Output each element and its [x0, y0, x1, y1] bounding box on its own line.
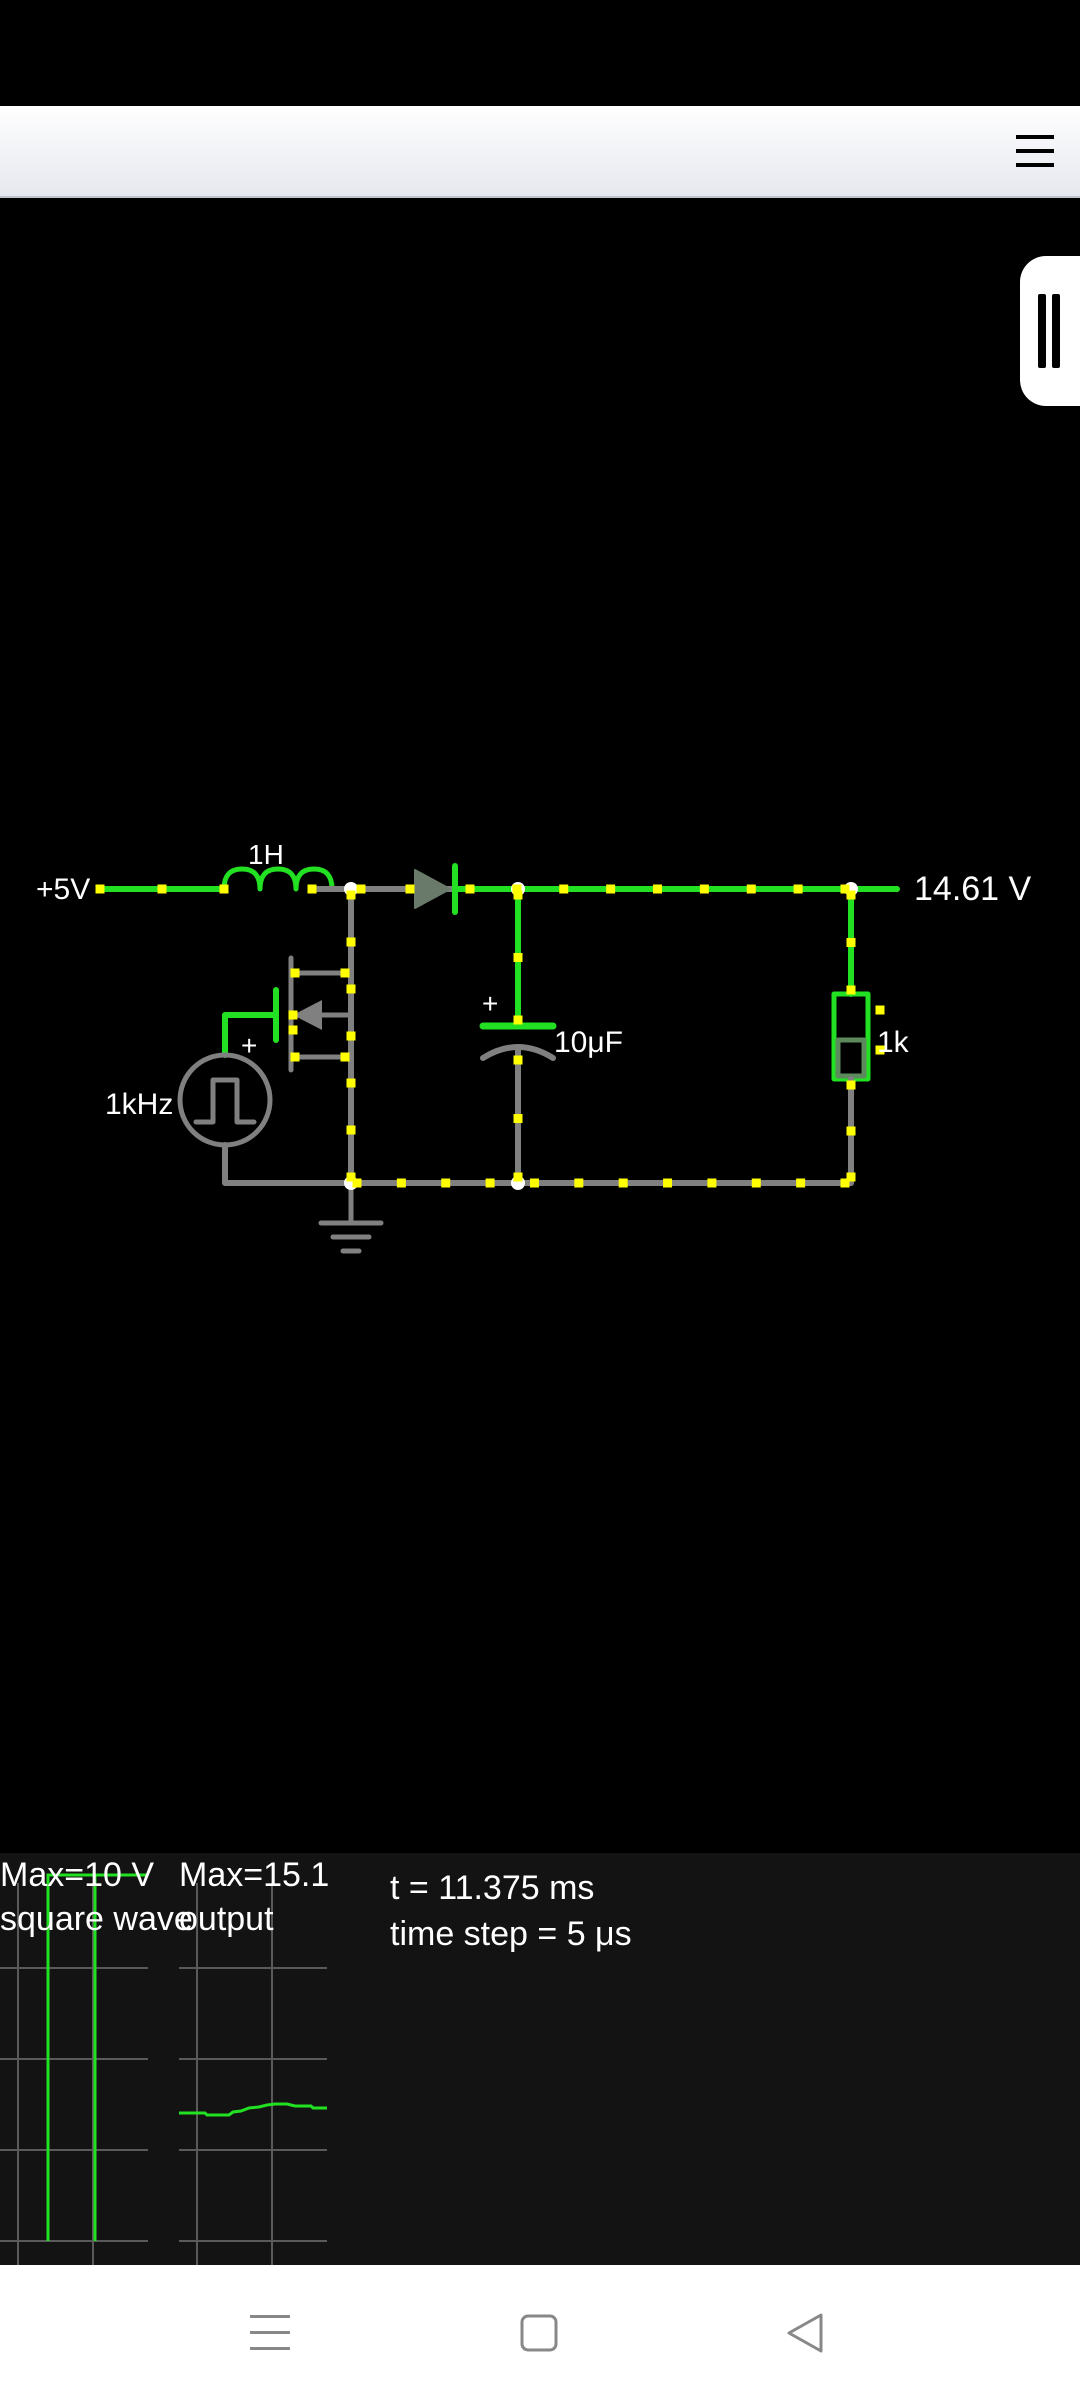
current-dot — [340, 1052, 350, 1062]
current-dot — [346, 890, 356, 900]
current-dot — [465, 884, 475, 894]
current-dot — [219, 884, 229, 894]
current-dot — [846, 938, 856, 947]
diode[interactable] — [414, 869, 451, 909]
mosfet[interactable] — [273, 955, 354, 1073]
panel-handle-icon — [1038, 294, 1046, 368]
current-dot — [707, 1178, 717, 1188]
current-dot — [485, 1178, 495, 1188]
current-dot — [346, 984, 356, 994]
current-dot — [346, 1031, 356, 1041]
simulation-time-step: time step = 5 μs — [390, 1915, 632, 1953]
current-dot — [846, 1080, 856, 1090]
current-dot — [396, 1178, 406, 1188]
current-dot — [840, 1178, 850, 1188]
square-wave-source[interactable] — [177, 1052, 273, 1148]
current-dot — [441, 1178, 451, 1188]
status-bar — [0, 0, 1080, 106]
current-dot — [157, 884, 167, 894]
app-toolbar — [0, 106, 1080, 198]
current-dot — [405, 884, 415, 894]
current-dots — [95, 884, 885, 1188]
current-dot — [352, 1178, 362, 1188]
inductor[interactable] — [221, 866, 335, 892]
current-dot — [846, 890, 856, 900]
panel-handle-bar — [1052, 294, 1060, 368]
current-dot — [875, 1045, 885, 1055]
scope-grid — [179, 1883, 327, 2265]
side-panel-handle[interactable] — [1020, 256, 1080, 406]
current-dot — [346, 1125, 356, 1135]
current-dot — [290, 1052, 300, 1062]
current-dot — [346, 1172, 356, 1182]
current-dot — [513, 953, 523, 962]
current-dot — [288, 1025, 298, 1035]
capacitor-polarity: + — [482, 988, 498, 1019]
current-dot — [513, 890, 523, 900]
square-source-label: 1kHz — [105, 1088, 173, 1121]
scope-panel: Max=10 V square wave Max=15.1 output t =… — [0, 1853, 1080, 2265]
current-dot — [559, 884, 569, 894]
wire-source-ground[interactable] — [222, 1142, 354, 1186]
current-dot — [653, 884, 662, 894]
current-dot — [346, 937, 356, 947]
current-dot — [663, 1178, 673, 1188]
current-dot — [513, 1172, 523, 1182]
current-dot — [875, 1005, 885, 1015]
current-dot — [606, 884, 616, 894]
current-dot — [574, 1178, 584, 1188]
current-dot — [513, 1055, 523, 1065]
current-dot — [699, 884, 709, 894]
current-dot — [513, 1114, 523, 1123]
system-navigation-bar — [0, 2265, 1080, 2400]
square-wave-trace — [46, 1873, 97, 2241]
inductor-label: 1H — [248, 839, 284, 870]
scope-output[interactable]: Max=15.1 output — [179, 1853, 329, 2265]
simulation-info: t = 11.375 ms time step = 5 μs — [390, 1865, 632, 1957]
current-dot — [340, 968, 350, 978]
scope-grid — [0, 1873, 148, 2265]
current-dot — [796, 1178, 806, 1188]
resistor-shading — [835, 1037, 867, 1079]
current-dot — [290, 968, 300, 978]
ground-symbol — [318, 1180, 384, 1254]
back-icon[interactable] — [775, 2303, 835, 2363]
current-dot — [746, 884, 756, 894]
output-voltage-label: 14.61 V — [914, 870, 1032, 908]
current-dot — [529, 1178, 539, 1188]
square-source-polarity: + — [241, 1030, 257, 1061]
capacitor-label: 10μF — [554, 1026, 623, 1059]
current-dot — [288, 1010, 298, 1020]
current-dot — [512, 884, 522, 894]
current-dot — [618, 1178, 628, 1188]
current-dot — [846, 1172, 856, 1182]
current-dot — [346, 1078, 356, 1088]
current-dot — [513, 1015, 523, 1025]
source-voltage-label: +5V — [36, 873, 90, 906]
wire-gate[interactable] — [222, 1012, 279, 1058]
resistor-label: 1k — [877, 1026, 910, 1059]
output-trace — [179, 2102, 327, 2117]
recent-apps-icon[interactable] — [240, 2303, 300, 2363]
current-dot — [95, 884, 105, 894]
current-dot — [840, 884, 850, 894]
current-dot — [356, 884, 366, 894]
circuit-canvas[interactable]: +5V 1H 14.61 V + 10μF 1k 1kHz + — [0, 0, 1080, 1853]
simulation-time: t = 11.375 ms — [390, 1869, 595, 1907]
scope-square-wave[interactable]: Max=10 V square wave — [0, 1853, 193, 2265]
home-icon[interactable] — [509, 2303, 569, 2363]
current-dot — [793, 884, 803, 894]
hamburger-menu-icon[interactable] — [1012, 128, 1058, 174]
current-dot — [846, 1126, 856, 1136]
current-dot — [846, 985, 856, 995]
current-dot — [307, 884, 317, 894]
current-dot — [751, 1178, 761, 1188]
